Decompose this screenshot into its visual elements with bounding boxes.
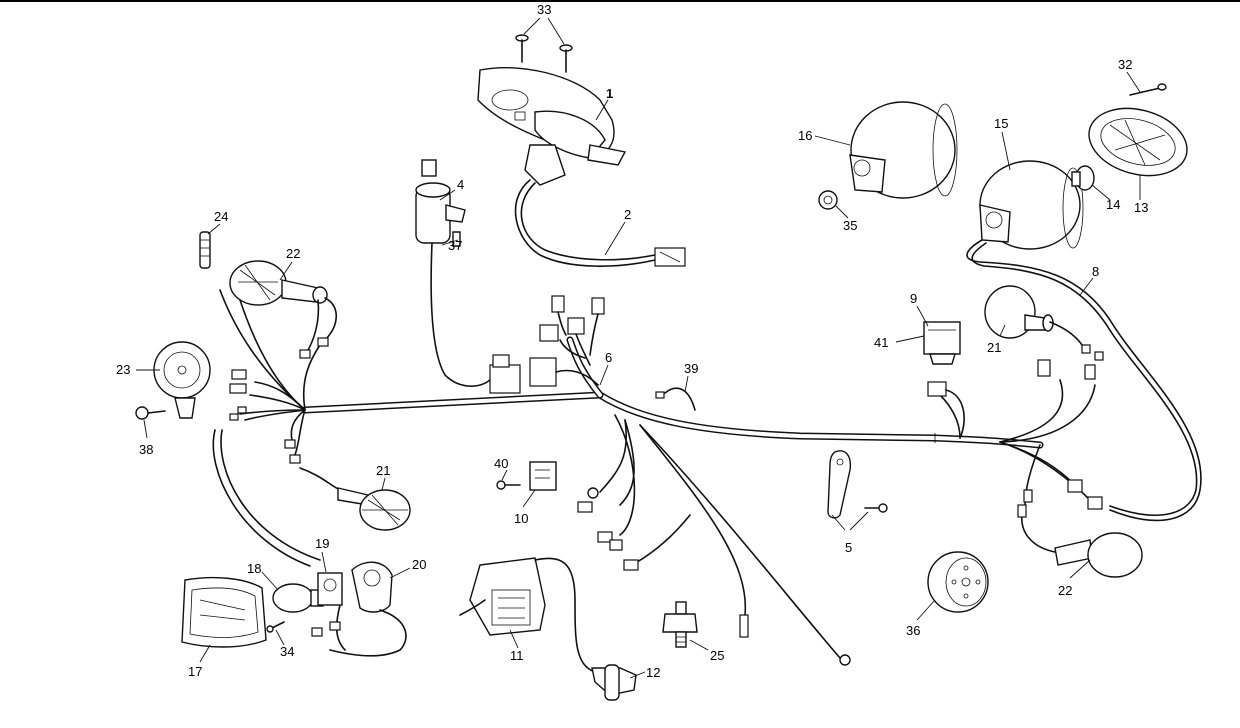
bolt-38	[135, 406, 166, 420]
callout-37: 37	[448, 238, 462, 253]
screw-33	[515, 17, 573, 73]
screw-34	[266, 621, 285, 633]
horn-23	[153, 341, 211, 419]
callout-16: 16	[798, 128, 812, 143]
callout-labels: 33 1 2 4 37 6 39 8 9 41 21 5 40 10 11 12…	[116, 2, 1148, 680]
headlight-16	[849, 101, 958, 199]
rear-indicator-21-right	[984, 285, 1104, 380]
lamp-holder-20	[311, 561, 407, 657]
screw-40	[496, 480, 521, 490]
callout-32: 32	[1118, 57, 1132, 72]
leader-lines	[136, 71, 1141, 679]
clamp-5	[827, 450, 888, 519]
screw-32	[1129, 83, 1167, 96]
grommet-35	[818, 190, 838, 210]
instrument-panel-1	[477, 67, 686, 267]
connector-9-lower	[927, 381, 965, 439]
callout-23: 23	[116, 362, 130, 377]
callout-13: 13	[1134, 200, 1148, 215]
callout-41: 41	[874, 335, 888, 350]
callout-35: 35	[843, 218, 857, 233]
callout-21-right: 21	[987, 340, 1001, 355]
relay-10	[529, 461, 557, 491]
callout-22-left: 22	[286, 246, 300, 261]
ignition-switch-4	[415, 159, 521, 394]
callout-38: 38	[139, 442, 153, 457]
callout-10: 10	[514, 511, 528, 526]
lens-13	[1088, 107, 1188, 177]
callout-14: 14	[1106, 197, 1120, 212]
callout-18: 18	[247, 561, 261, 576]
headlight-reflector-15	[966, 160, 1202, 522]
callout-8: 8	[1092, 264, 1099, 279]
callout-1: 1	[606, 86, 613, 101]
callout-21-left: 21	[376, 463, 390, 478]
front-indicator-22-left	[229, 260, 338, 359]
callout-24: 24	[214, 209, 228, 224]
top-border-line	[0, 0, 1240, 2]
callout-12: 12	[646, 665, 660, 680]
front-indicator-22-right	[1017, 479, 1143, 578]
relay-9	[923, 321, 961, 365]
callout-17: 17	[188, 664, 202, 679]
callout-22-right: 22	[1058, 583, 1072, 598]
wire-clip-39	[655, 387, 696, 411]
main-wiring-harness	[212, 289, 1096, 659]
spark-plug-cap-12	[591, 664, 637, 701]
callout-34: 34	[280, 644, 294, 659]
callout-19: 19	[315, 536, 329, 551]
bulb-14	[1071, 165, 1095, 191]
callout-2: 2	[624, 207, 631, 222]
callout-4: 4	[457, 177, 464, 192]
callout-15: 15	[994, 116, 1008, 131]
callout-20: 20	[412, 557, 426, 572]
connector-cluster	[529, 295, 605, 387]
callout-9: 9	[910, 291, 917, 306]
bulb-18	[272, 583, 324, 613]
callout-25: 25	[710, 648, 724, 663]
bulb-24	[199, 231, 211, 269]
flasher-36	[927, 551, 989, 613]
callout-5: 5	[845, 540, 852, 555]
callout-39: 39	[684, 361, 698, 376]
horn-connectors	[229, 369, 301, 464]
ignition-coil-11	[459, 557, 596, 673]
pressure-switch-25	[662, 601, 698, 648]
callout-40: 40	[494, 456, 508, 471]
mid-connectors	[577, 487, 851, 666]
bulb-socket-19	[317, 572, 343, 606]
callout-33: 33	[537, 2, 551, 17]
tail-light-17	[181, 576, 267, 648]
rear-indicator-21-left	[299, 467, 411, 531]
callout-36: 36	[906, 623, 920, 638]
callout-6: 6	[605, 350, 612, 365]
callout-11: 11	[510, 648, 524, 663]
